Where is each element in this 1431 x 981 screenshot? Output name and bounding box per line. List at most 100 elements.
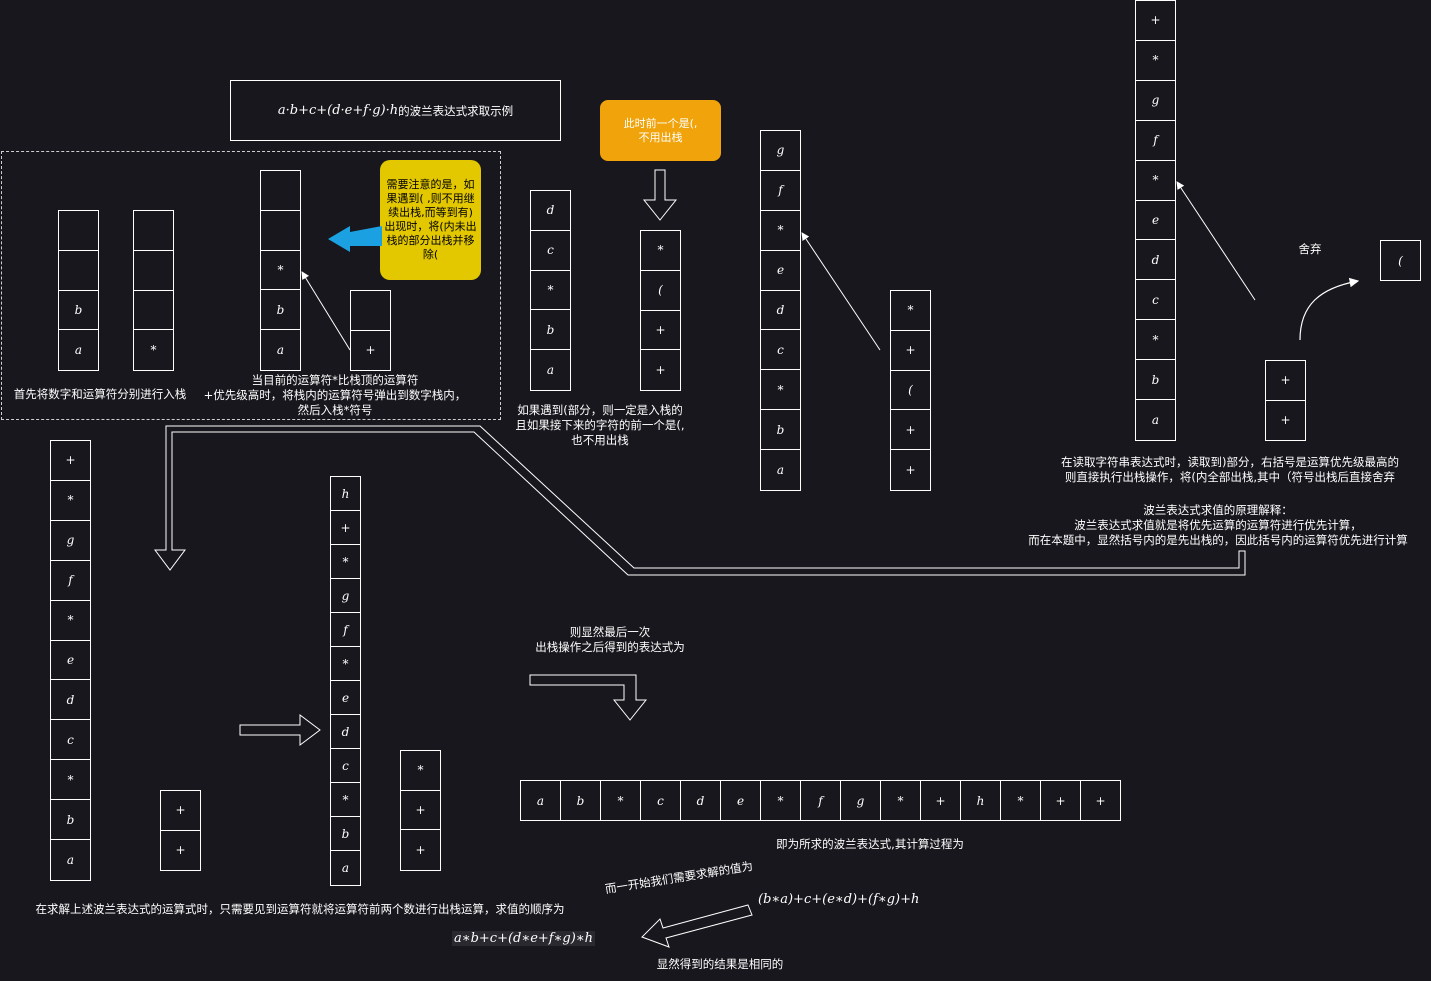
stack-cell: b [531, 310, 570, 351]
stack-cell: e [51, 641, 90, 681]
row-cell: + [921, 781, 961, 820]
stack-cell: f [1136, 121, 1175, 161]
stack-cell: + [905, 463, 916, 478]
step-one-region [1, 151, 501, 420]
row-cell: g [841, 781, 881, 820]
stack-cell: a [546, 363, 555, 378]
stack-cell: ( [891, 371, 930, 411]
result-label: 即为所求的波兰表达式,其计算过程为 [776, 837, 964, 851]
pointer-line-2 [801, 232, 881, 351]
stack-cell: + [891, 331, 930, 371]
stack-cell: * [531, 271, 570, 311]
operator-stack-2: + [350, 290, 391, 371]
stack-cell: g [1136, 81, 1175, 121]
paren-label: 如果遇到(部分，则一定是入栈的 且如果接下来的字符的前一个是(, 也不用出栈 [515, 403, 685, 447]
discarded-paren-box: ( [1380, 240, 1421, 281]
stack-cell: a [276, 343, 285, 358]
stack-cell [261, 211, 300, 251]
stack-cell: + [1280, 413, 1291, 428]
stack-cell: b [59, 291, 98, 331]
stack-cell: b [761, 410, 800, 450]
stack-cell: * [891, 291, 930, 331]
close-paren-label: 在读取字符串表达式时，读取到)部分，右括号是运算优先级最高的 则直接执行出栈操作… [1061, 455, 1399, 484]
stack-cell: c [761, 330, 800, 371]
row-cell: * [1001, 781, 1041, 820]
stack-cell: * [331, 545, 360, 579]
stack-cell: * [150, 343, 157, 358]
operator-stack-7: *++ [400, 750, 441, 871]
stack-cell: c [531, 231, 570, 271]
stack-cell: ( [641, 271, 680, 311]
stack-cell: h [331, 477, 360, 511]
original-expression: a∗b+c+(d∗e+f∗g)∗h [452, 931, 596, 946]
stack-cell: + [891, 410, 930, 451]
row-cell: + [1095, 793, 1106, 808]
stack-cell: + [655, 363, 666, 378]
title-expression: a·b+c+(d·e+f·g)·h [277, 103, 399, 118]
stack-cell: * [1136, 161, 1175, 201]
stack-cell: a [66, 853, 75, 868]
stack-cell: * [261, 251, 300, 291]
stack-cell [134, 291, 173, 331]
row-cell: + [1041, 781, 1081, 820]
stack-cell: e [1136, 201, 1175, 241]
stack-cell: g [51, 521, 90, 561]
stack-cell: g [761, 131, 800, 171]
stack-cell: a [341, 861, 350, 875]
row-cell: c [641, 781, 681, 820]
row-cell: h [961, 781, 1001, 820]
stack-cell: + [161, 791, 200, 831]
yellow-note-text: 需要注意的是，如果遇到( ,则不用继续出栈,而等到有)出现时，将(内未出栈的部分… [384, 178, 477, 261]
stack-cell: + [1266, 361, 1305, 401]
eval-order-label: 在求解上述波兰表达式的运算式时，只需要见到运算符就将运算符前两个数进行出栈运算，… [35, 902, 565, 916]
stack-cell: b [1136, 360, 1175, 401]
operator-stack-3: *(++ [640, 230, 681, 391]
discard-curve-arrow [1299, 277, 1360, 341]
eval-expression: (b∗a)+c+(e∗d)+(f∗g)+h [758, 892, 920, 907]
hollow-connector-arrow [154, 425, 1246, 576]
title-box: a·b+c+(d·e+f·g)·h 的波兰表达式求取示例 [230, 80, 561, 141]
hollow-bent-arrow [529, 674, 648, 721]
operator-stack-1: * [133, 210, 174, 371]
discard-label: 舍弃 [1298, 242, 1322, 256]
stack-cell: * [1136, 320, 1175, 361]
stack-cell: + [415, 843, 426, 858]
stack-cell: * [761, 370, 800, 411]
stack-cell [59, 211, 98, 251]
row-cell: d [681, 781, 721, 820]
stack-cell [351, 291, 390, 331]
stack-cell: f [761, 171, 800, 211]
row-cell: e [721, 781, 761, 820]
initial-value-label: 而一开始我们需要求解的值为 [604, 858, 754, 897]
same-result-label: 显然得到的结果是相同的 [656, 957, 784, 971]
stack-cell: * [331, 647, 360, 681]
stack-cell: d [761, 291, 800, 331]
stack-cell: a [74, 343, 83, 358]
stack-cell: * [51, 760, 90, 801]
row-cell: a [521, 781, 561, 820]
stack-cell: a [1151, 413, 1160, 428]
stack-cell: b [261, 290, 300, 331]
final-expr-label: 则显然最后一次 出栈操作之后得到的表达式为 [535, 625, 685, 654]
stack-cell: + [51, 441, 90, 481]
stack-cell: * [761, 211, 800, 251]
row-cell: f [801, 781, 841, 820]
stack-cell: * [51, 481, 90, 521]
row-cell: b [561, 781, 601, 820]
stack-cell: c [51, 720, 90, 761]
stack-cell [59, 251, 98, 291]
stack-cell: c [331, 749, 360, 783]
operator-stack-6: ++ [160, 790, 201, 871]
row-cell: * [881, 781, 921, 820]
title-suffix: 的波兰表达式求取示例 [398, 103, 514, 118]
hollow-diagonal-arrow [641, 904, 753, 948]
row-cell: * [761, 781, 801, 820]
compare-label: 当目前的运算符*比栈顶的运算符 +优先级高时，将栈内的运算符号弹出到数字栈内， … [203, 373, 467, 417]
